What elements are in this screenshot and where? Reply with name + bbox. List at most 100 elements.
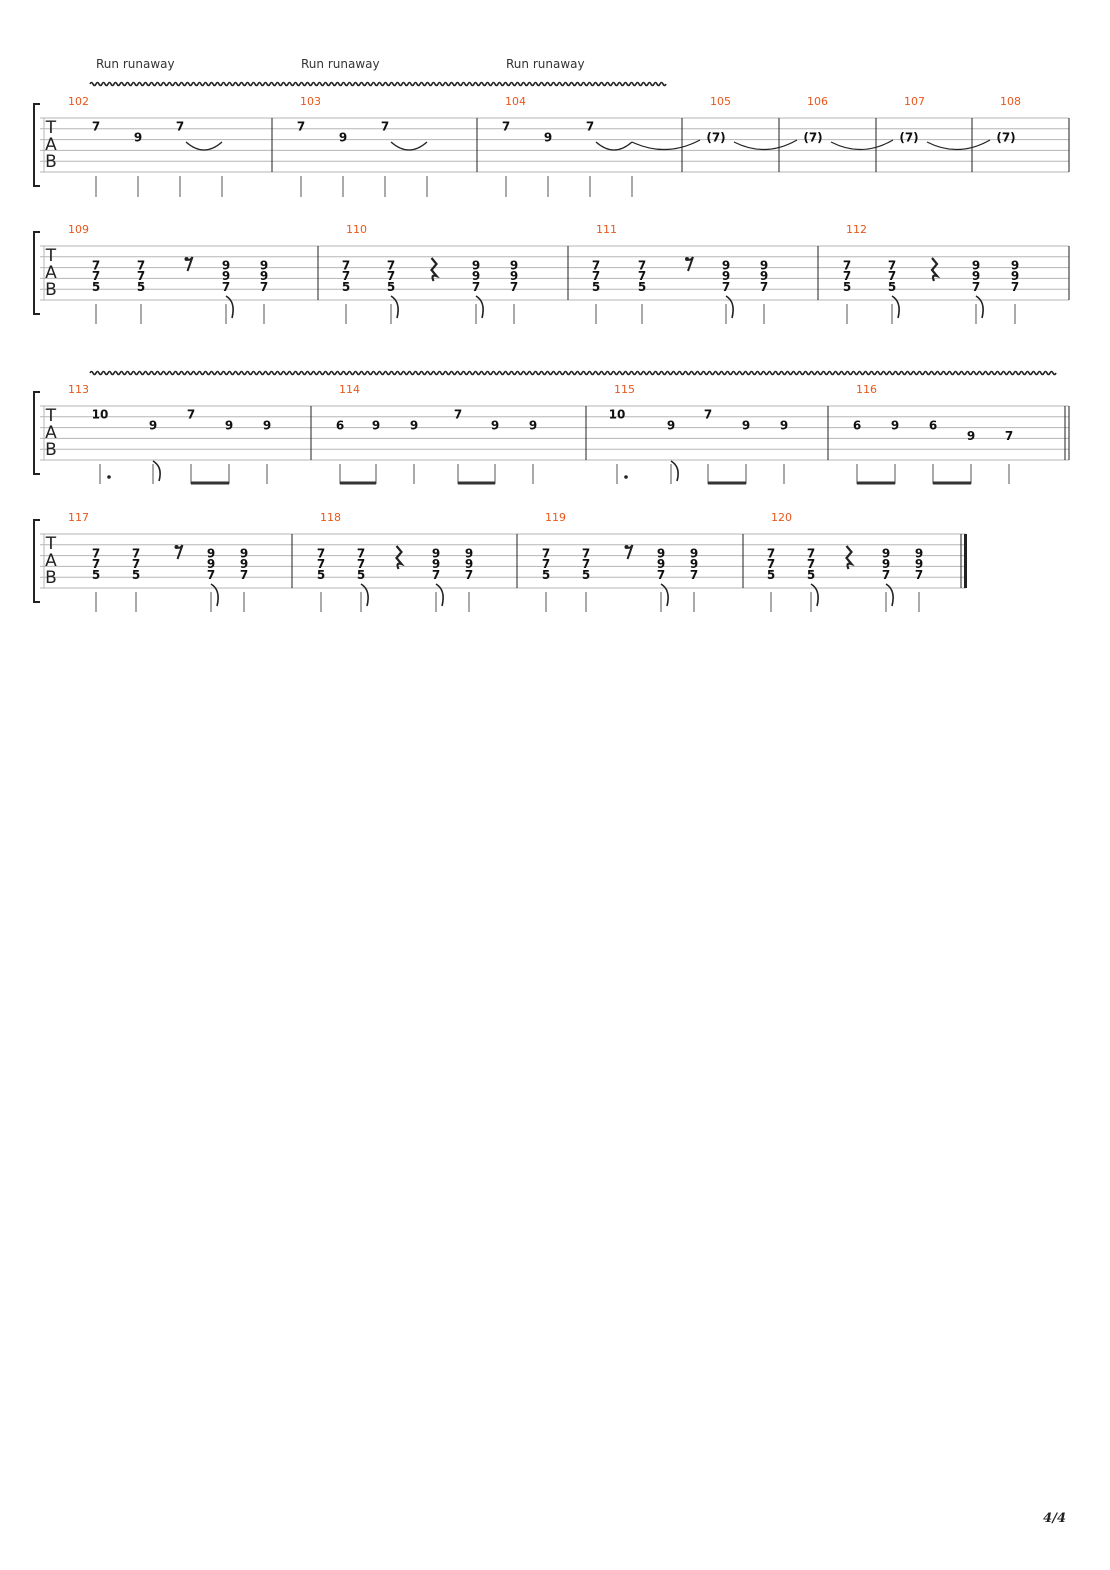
system-bracket — [33, 519, 40, 603]
fret-number: 9 — [760, 269, 768, 283]
fret-number: 9 — [690, 546, 698, 560]
vibrato-line — [89, 370, 1057, 376]
note-flag — [891, 295, 900, 319]
fret-number: 7 — [222, 280, 230, 294]
note-flag — [152, 460, 161, 482]
fret-number: 5 — [357, 568, 365, 582]
fret-number: 7 — [542, 557, 550, 571]
final-barline-thick — [964, 534, 967, 588]
fret-number: 9 — [134, 130, 142, 144]
fret-number: 9 — [882, 557, 890, 571]
page-number: 4/4 — [1043, 1511, 1066, 1526]
fret-number: 7 — [92, 557, 100, 571]
fret-number: 9 — [465, 546, 473, 560]
fret-number: 7 — [915, 568, 923, 582]
tie-arc — [390, 141, 428, 151]
fret-number: 9 — [722, 258, 730, 272]
fret-number: 9 — [915, 546, 923, 560]
fret-number: 7 — [502, 120, 510, 134]
fret-number: 7 — [92, 120, 100, 134]
fret-number: 9 — [882, 546, 890, 560]
tab-clef-letter: A — [45, 263, 57, 283]
fret-number: 7 — [137, 258, 145, 272]
lyric-text: Run runaway — [506, 57, 585, 71]
fret-number: 9 — [222, 269, 230, 283]
fret-number: 7 — [592, 269, 600, 283]
note-flag — [885, 583, 894, 607]
fret-number: 7 — [92, 269, 100, 283]
measure-number: 104 — [505, 95, 526, 108]
tie-arc — [595, 141, 633, 151]
note-flag — [975, 295, 984, 319]
note-flag — [475, 295, 484, 319]
fret-number: 7 — [387, 258, 395, 272]
eighth-rest-dot — [174, 545, 179, 549]
note-flag — [725, 295, 734, 319]
fret-number: 5 — [137, 280, 145, 294]
fret-number: 9 — [967, 429, 975, 443]
fret-number: 7 — [92, 258, 100, 272]
measure-number: 114 — [339, 383, 360, 396]
measure-number: 105 — [710, 95, 731, 108]
fret-number: 9 — [760, 258, 768, 272]
fret-number: 5 — [807, 568, 815, 582]
eighth-rest-dot — [685, 257, 689, 261]
fret-number: 9 — [915, 557, 923, 571]
fret-number: 9 — [372, 418, 380, 432]
tie-arc — [733, 139, 798, 151]
fret-number: 9 — [465, 557, 473, 571]
fret-number: 7 — [888, 258, 896, 272]
fret-number: 7 — [767, 546, 775, 560]
fret-number: 5 — [92, 568, 100, 582]
fret-number: 7 — [137, 269, 145, 283]
measure-number: 112 — [846, 223, 867, 236]
fret-number: (7) — [803, 130, 822, 144]
fret-number: 5 — [542, 568, 550, 582]
fret-number: 7 — [381, 120, 389, 134]
measure-number: 119 — [545, 511, 566, 524]
fret-number: 7 — [92, 546, 100, 560]
fret-number: 5 — [592, 280, 600, 294]
fret-number: 7 — [132, 557, 140, 571]
fret-number: 7 — [690, 568, 698, 582]
measure-number: 120 — [771, 511, 792, 524]
fret-number: 7 — [432, 568, 440, 582]
tab-clef-letter: A — [45, 551, 57, 571]
fret-number: 7 — [657, 568, 665, 582]
fret-number: 7 — [882, 568, 890, 582]
fret-number: 7 — [465, 568, 473, 582]
fret-number: 5 — [767, 568, 775, 582]
fret-number: 9 — [667, 418, 675, 432]
tie-arc — [830, 139, 894, 151]
fret-number: 7 — [472, 280, 480, 294]
lyric-text: Run runaway — [96, 57, 175, 71]
fret-number: (7) — [899, 130, 918, 144]
fret-number: 9 — [339, 130, 347, 144]
dotted-note-dot — [624, 475, 628, 479]
tab-clef-letter: B — [45, 440, 57, 460]
fret-number: 9 — [149, 418, 157, 432]
fret-number: 7 — [542, 546, 550, 560]
fret-number: 5 — [317, 568, 325, 582]
fret-number: 7 — [582, 546, 590, 560]
tab-clef-letter: B — [45, 568, 57, 588]
fret-number: 9 — [780, 418, 788, 432]
measure-number: 118 — [320, 511, 341, 524]
fret-number: 9 — [544, 130, 552, 144]
fret-number: 5 — [132, 568, 140, 582]
note-flag — [660, 583, 669, 607]
fret-number: 7 — [176, 120, 184, 134]
fret-number: 9 — [225, 418, 233, 432]
fret-number: 7 — [807, 546, 815, 560]
fret-number: 5 — [843, 280, 851, 294]
fret-number: 7 — [704, 408, 712, 422]
fret-number: 7 — [722, 280, 730, 294]
tab-system: TAB1177757759979971187757759979971197757… — [33, 511, 967, 612]
measure-number: 113 — [68, 383, 89, 396]
fret-number: 9 — [529, 418, 537, 432]
fret-number: 9 — [472, 269, 480, 283]
tab-clef-letter: A — [45, 135, 57, 155]
system-bracket — [33, 103, 40, 187]
measure-number: 110 — [346, 223, 367, 236]
fret-number: 7 — [843, 258, 851, 272]
